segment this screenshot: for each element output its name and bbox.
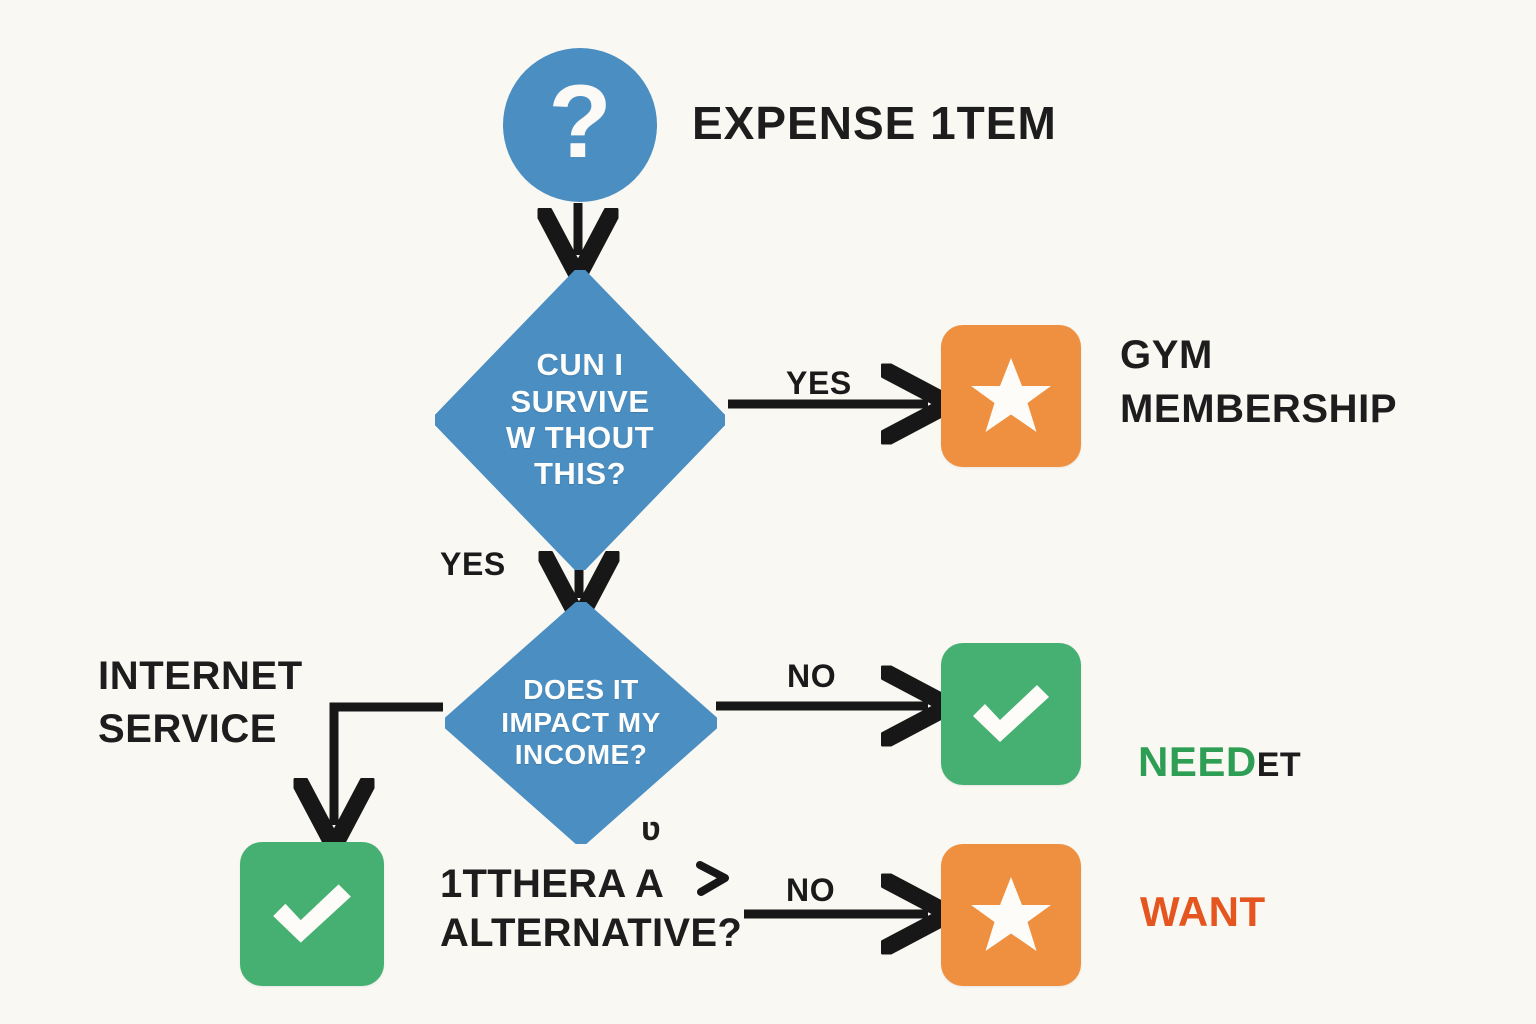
check-icon — [973, 685, 1049, 742]
outcome-label-need-primary: NEED — [1138, 738, 1257, 786]
question-mark-icon: ? — [548, 64, 612, 180]
diamond-shape — [445, 602, 717, 844]
star-icon — [971, 877, 1051, 951]
edge-label-no-need: NO — [787, 658, 837, 694]
outcome-label-want: WANT — [1140, 888, 1266, 935]
diamond-shape — [435, 270, 725, 570]
edge-label-yes-income: YES — [440, 546, 506, 582]
stray-glyph-artifact: ʋ — [641, 810, 661, 848]
decision-label: DOES IT IMPACT MY INCOME? — [501, 673, 661, 771]
outcome-badge-need[interactable] — [941, 643, 1081, 785]
page-title: EXPENSE 1TEM — [692, 97, 1057, 149]
decision-can-i-survive-without-this[interactable]: CUN I SURVIVE W THOUT THIS? — [435, 270, 725, 570]
outcome-label-need-suffix: ET — [1256, 746, 1302, 785]
outcome-label-internet-service: INTERNET SERVICE — [98, 654, 303, 751]
decision-does-it-impact-my-income[interactable]: DOES IT IMPACT MY INCOME? — [445, 602, 717, 844]
outcome-label-gym: GYM MEMBERSHIP — [1120, 333, 1398, 431]
outcome-label-need: NEEDET — [1138, 685, 1301, 787]
start-node-expense-item[interactable]: ? — [503, 48, 657, 202]
edge-label-yes-gym: YES — [786, 365, 852, 401]
question-is-there-an-alternative: 1TTHERA A ALTERNATIVE? — [440, 862, 743, 955]
outcome-badge-internet-service[interactable] — [240, 842, 384, 986]
outcome-badge-gym[interactable] — [941, 325, 1081, 467]
star-icon — [971, 358, 1051, 432]
outcome-badge-want[interactable] — [941, 844, 1081, 986]
decision-label: CUN I SURVIVE W THOUT THIS? — [505, 347, 655, 492]
check-icon — [273, 884, 351, 943]
arrow-income-to-internet-service — [334, 702, 443, 825]
edge-label-no-want: NO — [786, 872, 836, 908]
